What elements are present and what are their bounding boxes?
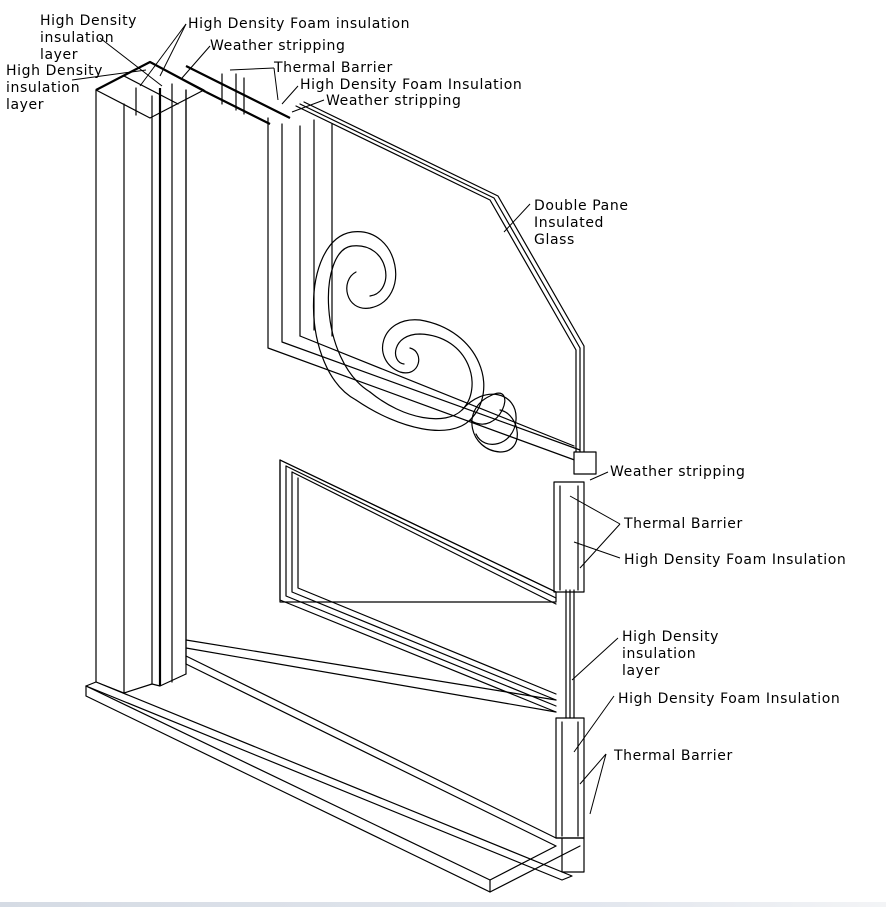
bottom-edge-strip <box>0 902 886 907</box>
label-top-left-insulation-2: High Density insulation layer <box>6 63 108 113</box>
label-top-foam-1: High Density Foam insulation <box>188 16 410 32</box>
label-lower-thermal: Thermal Barrier <box>613 748 733 764</box>
label-glass: Double Pane Insulated Glass <box>534 198 634 248</box>
label-mid-thermal: Thermal Barrier <box>623 516 743 532</box>
label-lower-foam: High Density Foam Insulation <box>618 691 840 707</box>
label-lower-insulation: High Density insulation layer <box>622 629 724 679</box>
leader-lines <box>71 23 621 815</box>
label-mid-foam: High Density Foam Insulation <box>624 552 846 568</box>
decorative-scroll <box>312 231 518 453</box>
label-mid-weather: Weather stripping <box>610 464 745 480</box>
frame-jamb <box>95 60 291 694</box>
door-leaf <box>185 89 585 873</box>
label-top-left-insulation-1: High Density insulation layer <box>40 13 142 63</box>
double-pane-glass <box>295 101 597 475</box>
labels: High Density insulation layer High Densi… <box>6 13 846 764</box>
door-sill <box>85 655 581 893</box>
raised-panel <box>279 459 557 713</box>
label-top-weather-2: Weather stripping <box>326 93 461 109</box>
label-top-thermal: Thermal Barrier <box>273 60 393 76</box>
label-top-foam-2: High Density Foam Insulation <box>300 77 522 93</box>
label-top-weather-1: Weather stripping <box>210 38 345 54</box>
